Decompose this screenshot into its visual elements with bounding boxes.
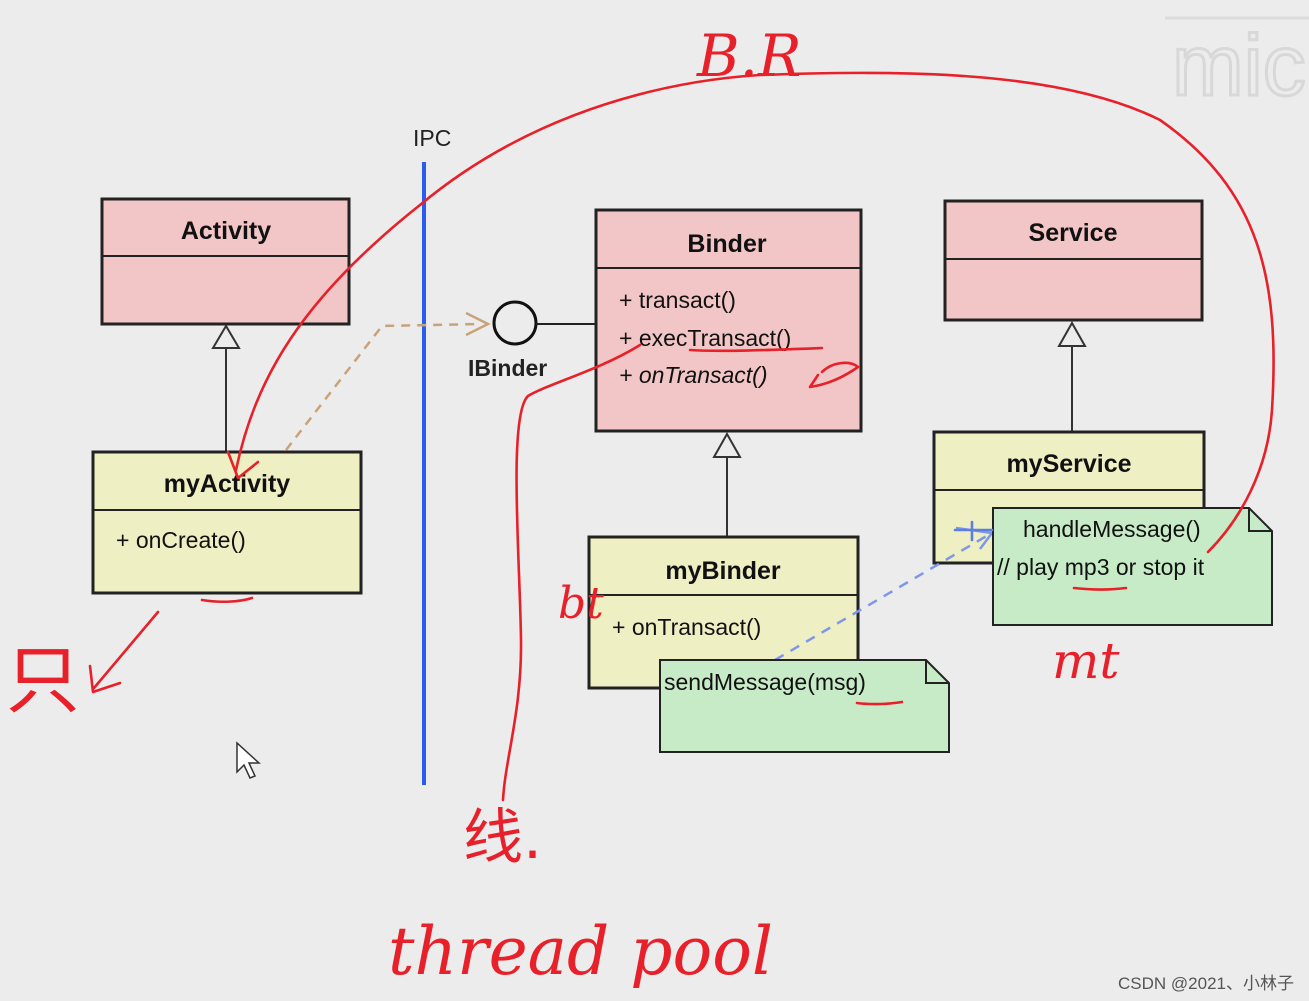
ink-arrow-down-left: [88, 610, 160, 694]
class-activity: Activity: [100, 197, 351, 326]
note-handlemessage: handleMessage() // play mp3 or stop it: [992, 507, 1273, 626]
ipc-label: IPC: [413, 125, 451, 151]
ink-blue-connector-stub: [953, 520, 994, 542]
binder-op-transact: + transact(): [619, 287, 736, 313]
interface-ibinder: IBinder: [468, 300, 596, 381]
binder-op-exectransact: + execTransact(): [619, 325, 791, 351]
ibinder-label: IBinder: [468, 355, 547, 381]
mouse-cursor-icon: [236, 741, 261, 779]
dependency-myactivity-ibinder: [285, 311, 491, 451]
ink-thread-curve: [501, 343, 642, 802]
myactivity-op-oncreate: + onCreate(): [116, 527, 246, 553]
class-service: Service: [943, 199, 1204, 322]
ink-br-arc: [234, 71, 1275, 554]
corner-logo: mic: [1172, 18, 1306, 114]
watermark: CSDN @2021、小林子: [1118, 974, 1294, 993]
handwriting-overlay: [88, 71, 1275, 802]
ink-underline-msg: [855, 700, 904, 706]
ink-label-mt: mt: [1052, 632, 1120, 690]
ink-ideogram-left: 只: [6, 638, 80, 724]
class-myservice-title: myService: [1006, 450, 1131, 478]
ink-label-bt: bt: [558, 578, 604, 629]
class-activity-title: Activity: [181, 217, 271, 245]
class-binder-title: Binder: [687, 230, 766, 258]
class-service-title: Service: [1029, 219, 1118, 247]
ink-ideogram-bottom: 线.: [463, 803, 542, 873]
inheritance-mybinder-binder: [712, 431, 742, 537]
ink-label-br: B.R: [696, 22, 802, 90]
binder-op-ontransact: + onTransact(): [619, 362, 768, 388]
class-mybinder-title: myBinder: [665, 557, 781, 585]
note-sendmessage: sendMessage(msg): [659, 659, 950, 753]
mybinder-op-ontransact: + onTransact(): [612, 614, 761, 640]
note-sendmessage-text: sendMessage(msg): [664, 669, 866, 695]
ink-label-thread-pool: thread pool: [388, 913, 773, 990]
class-myactivity: myActivity + onCreate(): [91, 450, 363, 595]
ink-arrowhead-myactivity: [226, 450, 260, 480]
note-handlemessage-line-1: handleMessage(): [1023, 516, 1201, 542]
ink-underline-exectransact: [688, 346, 824, 353]
note-handlemessage-line-2: // play mp3 or stop it: [997, 554, 1205, 580]
ink-ontransact-hook: [808, 361, 860, 389]
class-binder: Binder + transact() + execTransact() + o…: [594, 208, 863, 433]
inheritance-myactivity-activity: [211, 324, 241, 452]
ink-underline-oncreate: [200, 596, 254, 604]
inheritance-myservice-service: [1057, 320, 1087, 432]
ink-underline-mp3: [1072, 586, 1128, 591]
class-myactivity-title: myActivity: [164, 470, 291, 498]
